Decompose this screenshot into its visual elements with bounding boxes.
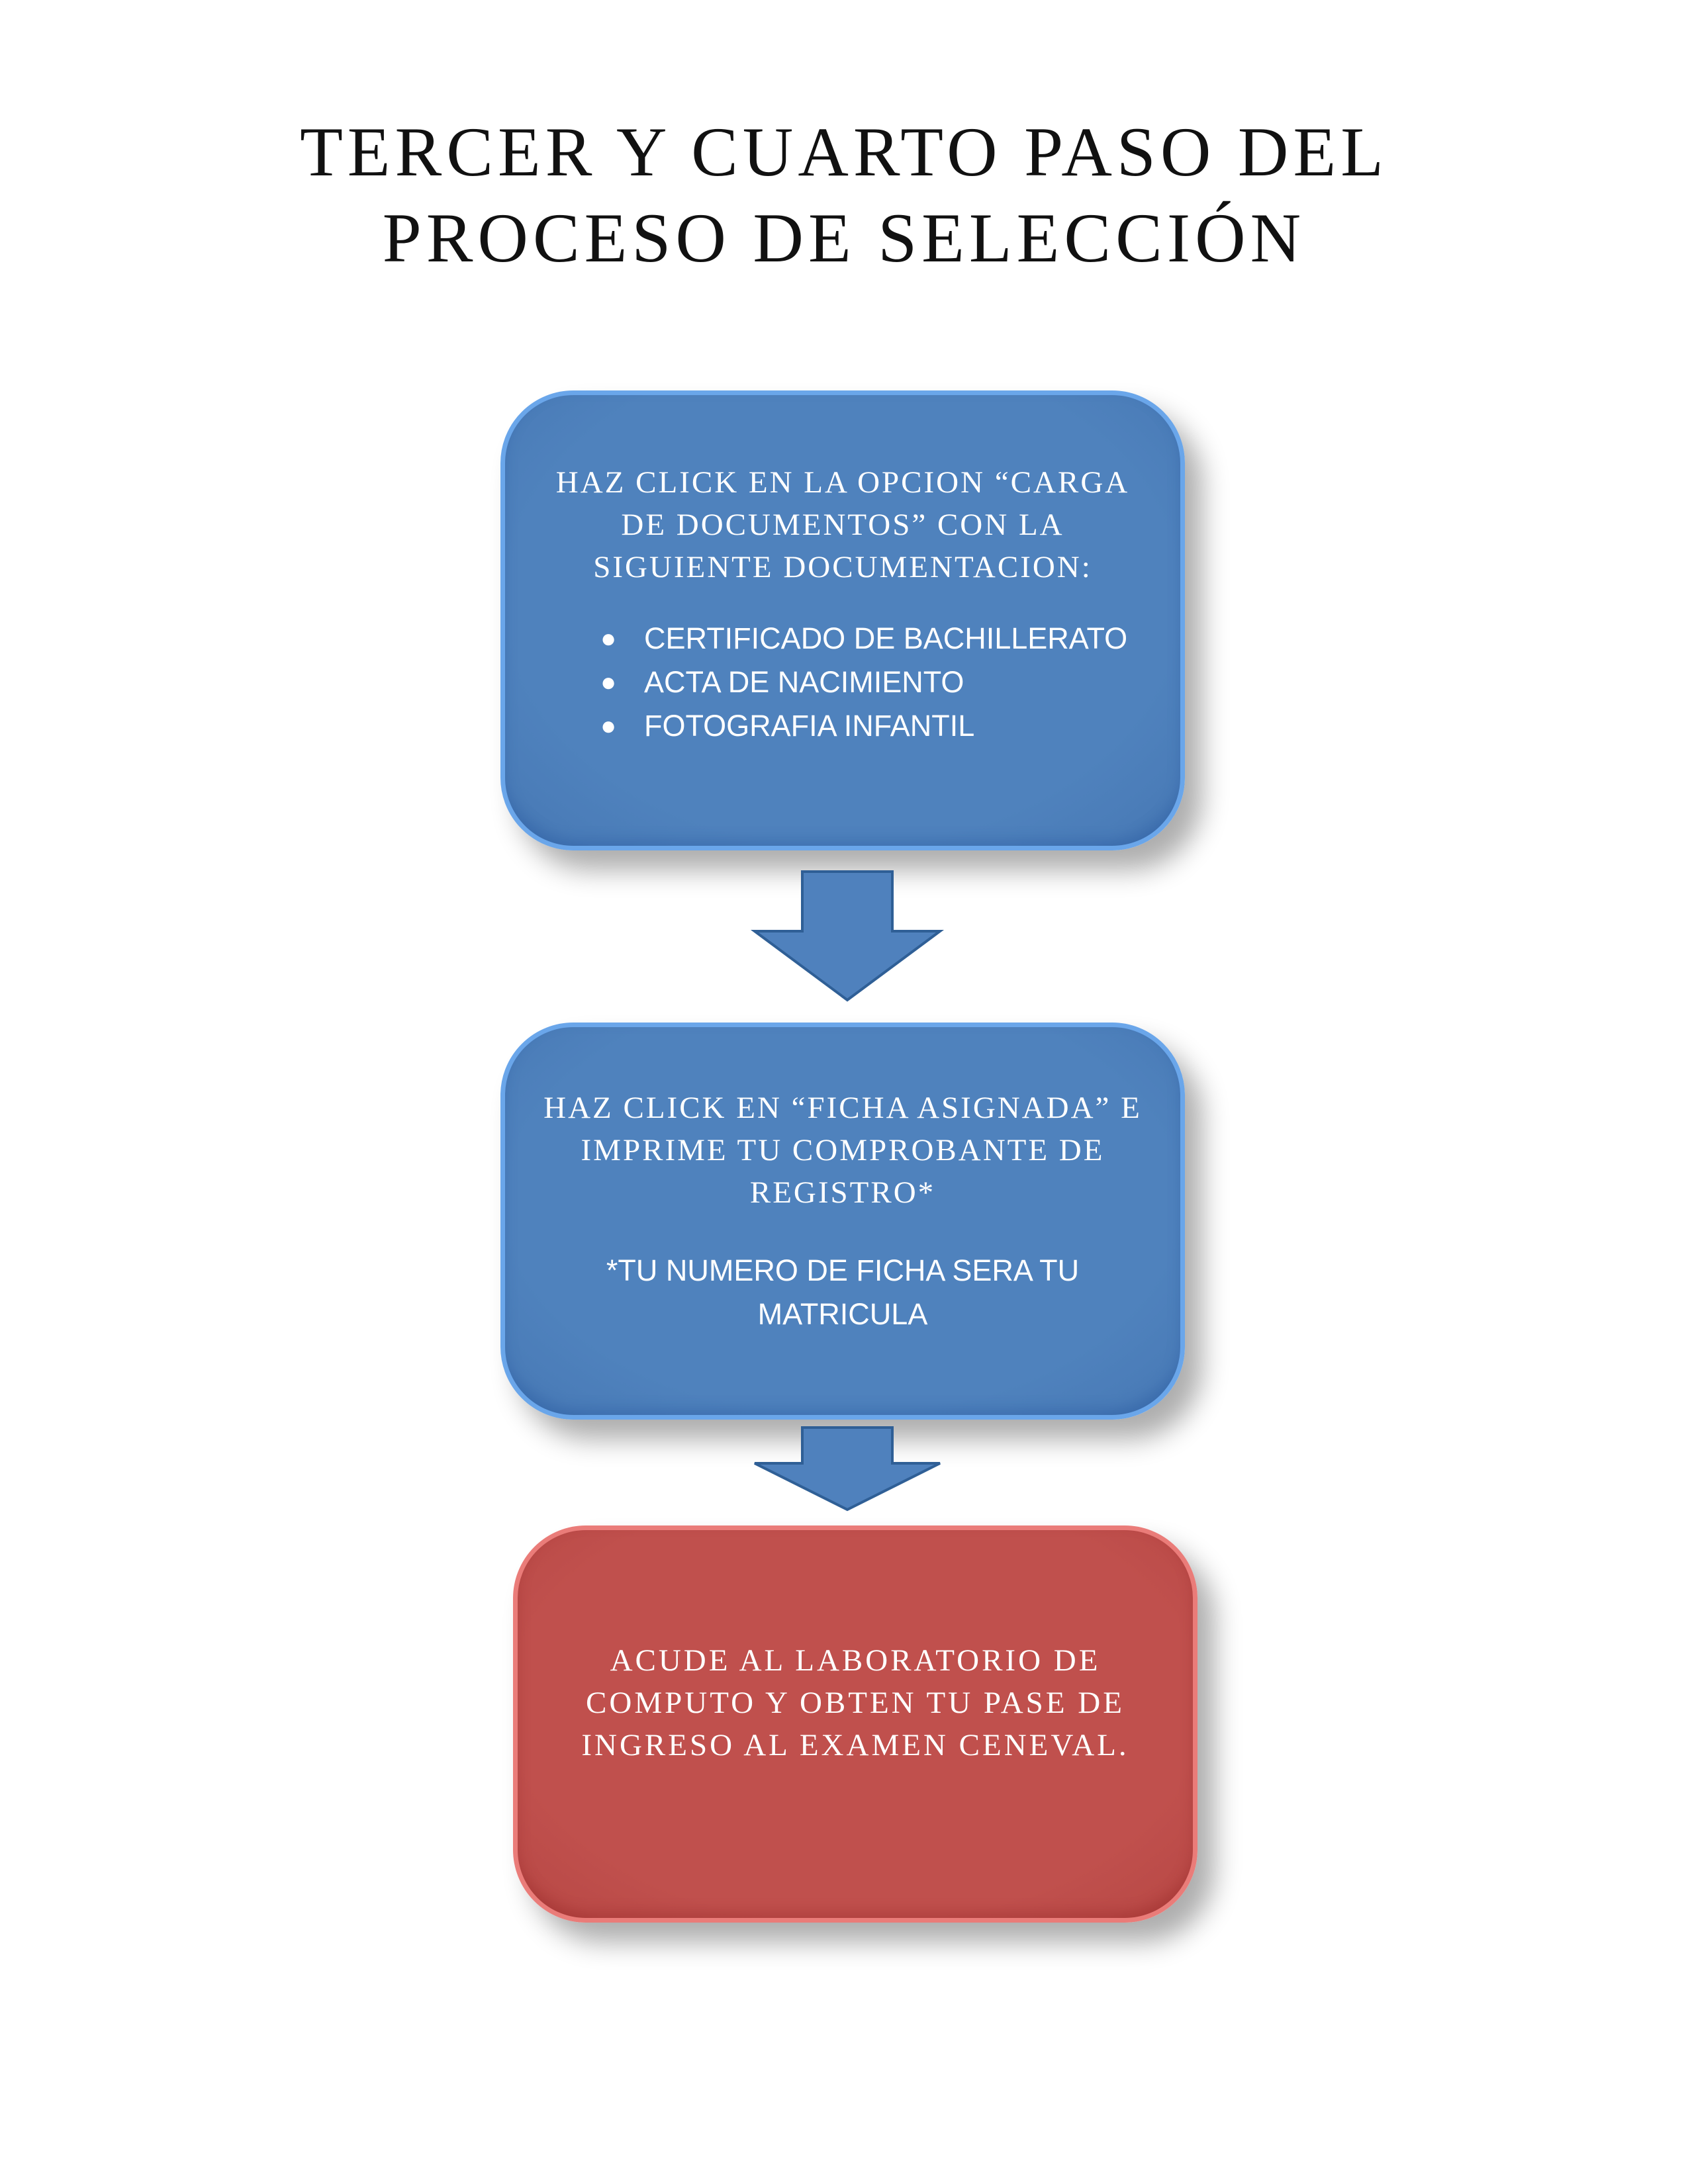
bullet-icon: ● — [600, 668, 617, 697]
page-title-line-2: PROCESO DE SELECCIÓN — [382, 199, 1306, 277]
down-arrow-icon — [750, 870, 945, 1002]
down-arrow-icon — [754, 1426, 941, 1512]
document-list-item-label: ACTA DE NACIMIENTO — [644, 665, 964, 699]
document-list-item: ● FOTOGRAFIA INFANTIL — [600, 704, 1180, 748]
page-title: TERCER Y CUARTO PASO DEL PROCESO DE SELE… — [0, 109, 1688, 281]
step-box-computer-lab-text: ACUDE AL LABORATORIO DE COMPUTO Y OBTEN … — [581, 1643, 1129, 1762]
document-list: ● CERTIFICADO DE BACHILLERATO ● ACTA DE NA… — [505, 617, 1180, 748]
document-list-item: ● ACTA DE NACIMIENTO — [600, 660, 1180, 704]
step-box-assigned-ticket-note: *TU NUMERO DE FICHA SERA TU MATRICULA — [606, 1253, 1080, 1331]
step-box-upload-documents: HAZ CLICK EN LA OPCION “CARGA DE DOCUMEN… — [500, 390, 1185, 850]
step-box-upload-documents-text: HAZ CLICK EN LA OPCION “CARGA DE DOCUMEN… — [555, 465, 1130, 584]
document-list-item-label: FOTOGRAFIA INFANTIL — [644, 709, 975, 743]
step-box-assigned-ticket-text: HAZ CLICK EN “FICHA ASIGNADA” E IMPRIME … — [543, 1091, 1142, 1210]
document-list-item-label: CERTIFICADO DE BACHILLERATO — [644, 621, 1128, 655]
bullet-icon: ● — [600, 624, 617, 653]
step-box-computer-lab: ACUDE AL LABORATORIO DE COMPUTO Y OBTEN … — [513, 1525, 1197, 1923]
document-list-item: ● CERTIFICADO DE BACHILLERATO — [600, 617, 1180, 660]
step-box-assigned-ticket: HAZ CLICK EN “FICHA ASIGNADA” E IMPRIME … — [500, 1023, 1185, 1420]
bullet-icon: ● — [600, 711, 617, 741]
page-title-line-1: TERCER Y CUARTO PASO DEL — [300, 113, 1388, 191]
